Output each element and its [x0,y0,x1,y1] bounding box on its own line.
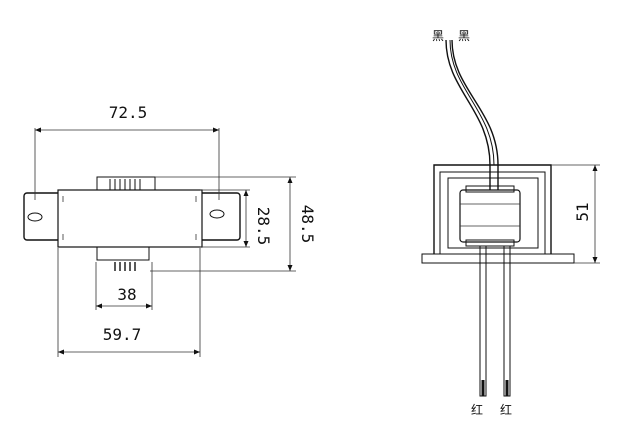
dim-line-side-height [551,164,600,264]
wire-red-left [479,245,487,397]
top-terminal-pins [109,179,141,190]
dim-label-body-height: 28.5 [254,207,273,246]
dim-arrows-body-height [243,190,249,247]
wire-label-bottom-right: 红 [500,402,512,417]
frame-inner [439,171,546,254]
mounting-slot-right [209,209,225,219]
wire-label-top-right: 黑 [458,29,470,43]
side-view: 黑 黑 红 红 51 [421,29,600,417]
coil [459,189,521,243]
dim-label-total-height: 48.5 [298,205,317,244]
wire-label-bottom-left: 红 [471,402,483,417]
corner-marks [62,196,197,240]
dim-line-width-total [34,128,220,200]
coil-bottom-cap [465,239,515,247]
dim-line-base-width [57,248,201,357]
wire-black-left [445,39,491,190]
dim-label-side-height: 51 [573,202,592,221]
bottom-terminal-block [96,246,150,261]
frame-outer [433,164,552,254]
dim-line-body-height [200,189,250,248]
mounting-slot-left [27,212,43,222]
coil-bands [460,203,520,227]
lamination-core [447,177,539,249]
dim-label-base-width: 59.7 [103,325,142,344]
dim-line-total-height [150,176,296,272]
wire-red-right [503,245,511,397]
bottom-terminal-pins [114,262,136,271]
dim-label-lead-spacing: 38 [117,285,136,304]
top-terminal-block [96,176,156,191]
dim-line-lead-spacing [95,262,153,310]
dim-arrows-lead-spacing [96,303,152,309]
wire-label-top-left: 黑 [432,29,444,43]
top-view: 72.5 28.5 48.5 38 59.7 [23,103,317,357]
wire-red-tips [481,380,509,396]
dim-label-width-total: 72.5 [109,103,148,122]
base-flange [421,253,575,264]
transformer-body [57,189,203,248]
wire-black-mid [449,39,495,166]
wire-black-right [451,39,499,190]
